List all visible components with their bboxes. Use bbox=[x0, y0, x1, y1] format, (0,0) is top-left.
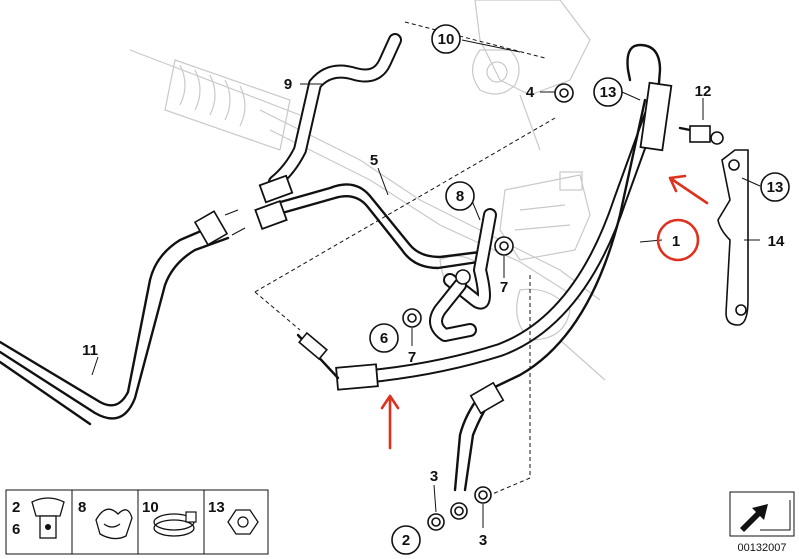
callout-5: 5 bbox=[370, 152, 378, 169]
callout-circle-6 bbox=[369, 323, 399, 353]
callout-8: 8 bbox=[456, 188, 464, 205]
red-arrow-bottom bbox=[380, 394, 400, 450]
callout-circle-13a bbox=[593, 77, 623, 107]
callout-13a: 13 bbox=[600, 84, 617, 101]
bolt-icon bbox=[31, 497, 65, 539]
hose-clamp-icon bbox=[153, 511, 197, 537]
hose-9 bbox=[258, 33, 402, 204]
steering-rack-ghost bbox=[129, 49, 606, 381]
callout-10: 10 bbox=[438, 31, 455, 48]
callout-4: 4 bbox=[526, 84, 535, 101]
hose-11-cooler-loop bbox=[0, 210, 230, 426]
drawing-arrow-icon bbox=[740, 504, 768, 532]
legend-8: 8 bbox=[78, 499, 86, 516]
callout-circle-8 bbox=[445, 181, 475, 211]
reference-lines bbox=[254, 21, 556, 496]
legend-13: 13 bbox=[208, 499, 225, 516]
callout-2: 2 bbox=[402, 532, 410, 549]
legend-6: 6 bbox=[12, 521, 20, 538]
callout-3b: 3 bbox=[479, 532, 487, 549]
callout-3a: 3 bbox=[430, 468, 438, 485]
legend-2: 2 bbox=[12, 499, 20, 516]
pressure-sensor-12 bbox=[678, 125, 724, 145]
red-circle-part-1 bbox=[656, 218, 700, 262]
callouts: 10 9 4 13 12 5 8 13 1 14 7 6 7 11 3 2 3 bbox=[82, 24, 790, 555]
drawing-number: 00132007 bbox=[738, 542, 787, 554]
power-steering-pump-ghost bbox=[471, 0, 591, 151]
valve-body-ghost bbox=[499, 171, 591, 261]
callout-13b: 13 bbox=[767, 179, 784, 196]
callout-7b: 7 bbox=[408, 349, 416, 366]
nut-icon bbox=[227, 509, 259, 535]
drawing-number-block: 00132007 bbox=[729, 491, 795, 554]
legend: 2 6 8 10 13 bbox=[5, 489, 269, 555]
red-annotations bbox=[380, 174, 709, 450]
hose-1-pressure-line bbox=[296, 43, 673, 492]
callout-11: 11 bbox=[82, 342, 98, 359]
callout-1: 1 bbox=[672, 233, 680, 250]
callout-12: 12 bbox=[695, 83, 712, 100]
hose-5 bbox=[224, 183, 482, 270]
washers bbox=[402, 83, 574, 531]
red-arrow-right bbox=[668, 174, 709, 205]
hose-clip-icon bbox=[95, 508, 133, 540]
callout-7a: 7 bbox=[500, 279, 508, 296]
callout-9: 9 bbox=[284, 76, 292, 93]
hose-8 bbox=[429, 208, 497, 342]
callout-14: 14 bbox=[768, 233, 785, 250]
callout-circle-13b bbox=[760, 172, 790, 202]
callout-6: 6 bbox=[380, 330, 388, 347]
callout-circle-2 bbox=[391, 525, 421, 555]
legend-10: 10 bbox=[142, 499, 159, 516]
callout-circle-10 bbox=[431, 24, 461, 54]
bracket-14 bbox=[717, 149, 749, 326]
